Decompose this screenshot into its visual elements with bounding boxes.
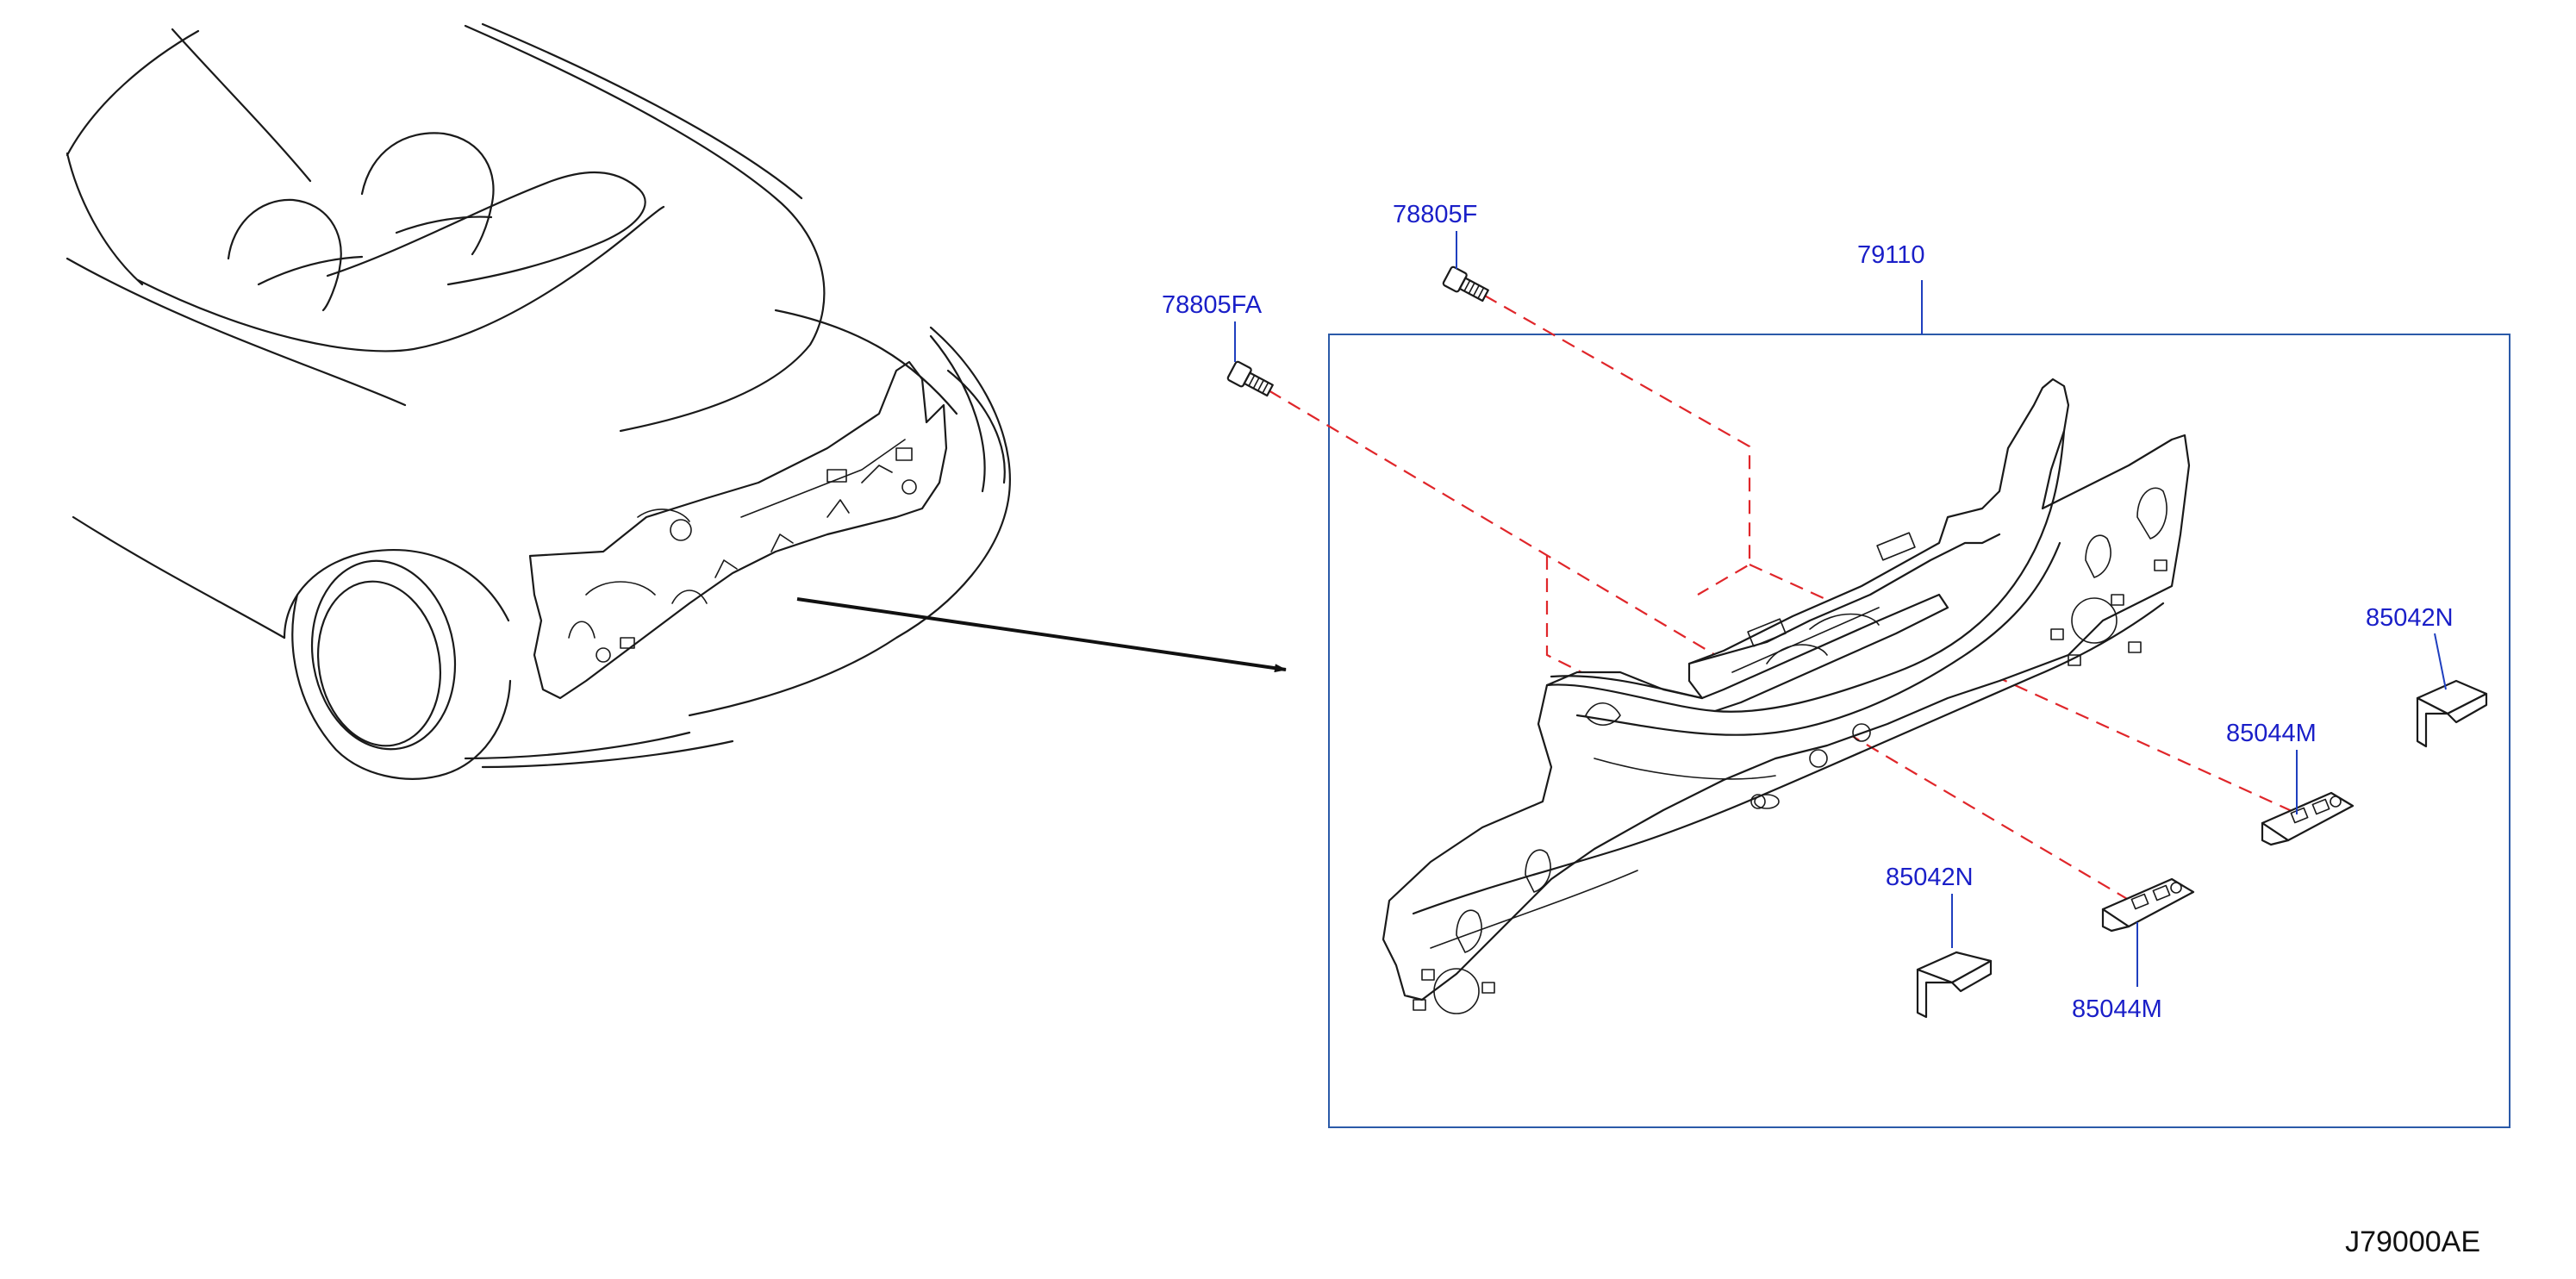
bracket-85044m-right (2261, 791, 2355, 846)
direction-arrow (796, 597, 1287, 673)
callout-85044m-right: 85044M (2226, 720, 2317, 747)
bolt-78805f (1442, 265, 1489, 303)
detail-frame (1328, 334, 2511, 1128)
callout-78805fa: 78805FA (1162, 291, 1263, 319)
inset-rear-panel (528, 360, 948, 700)
callout-85042n-right: 85042N (2366, 604, 2454, 632)
callout-79110: 79110 (1857, 241, 1925, 269)
diagram-code: J79000AE (2345, 1226, 2480, 1258)
bolt-78805fa (1226, 360, 1274, 397)
callout-78805f: 78805F (1393, 201, 1477, 228)
bracket-85044m-lower (2101, 877, 2195, 933)
leader-lines (1234, 231, 2447, 987)
cap-85042n-right (2416, 679, 2488, 748)
callout-85044m-lower: 85044M (2072, 995, 2162, 1023)
alignment-lines (1249, 284, 2319, 906)
rear-panel-part (1382, 377, 2191, 1014)
vehicle-rear-illustration (65, 22, 1287, 780)
cap-85042n-lower (1916, 951, 1993, 1019)
callout-85042n-lower: 85042N (1886, 864, 1974, 891)
